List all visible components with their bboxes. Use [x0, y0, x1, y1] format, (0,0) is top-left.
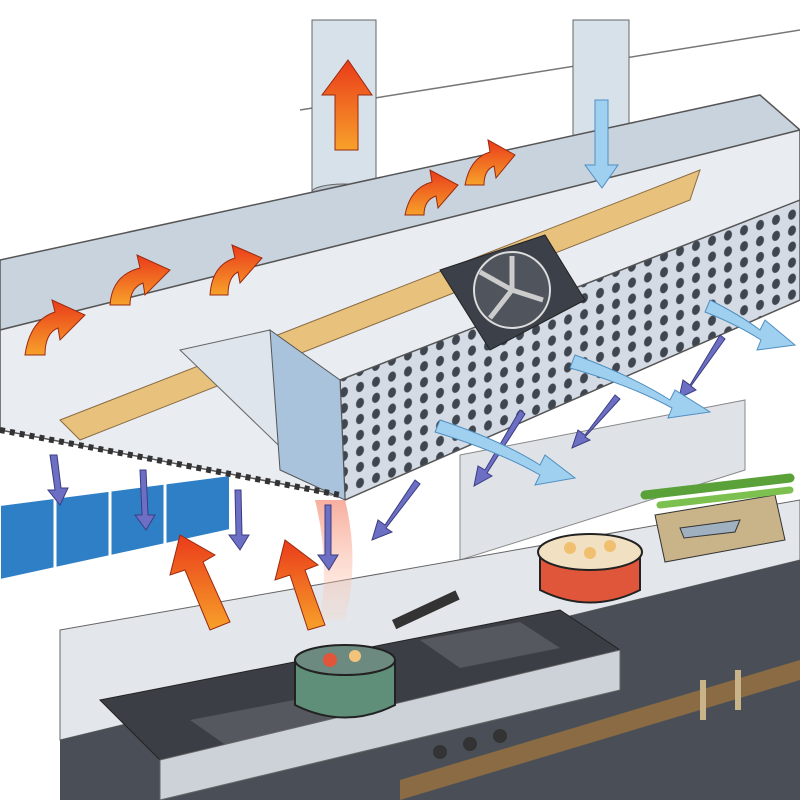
- fresh-air-arrow: [434, 419, 577, 486]
- extract-arrow: [678, 334, 726, 399]
- stove-knob: [433, 745, 447, 759]
- extract-arrow: [371, 479, 421, 541]
- hot-air-arrow: [169, 534, 231, 631]
- ceiling-line: [299, 29, 800, 111]
- casserole-pot: [537, 533, 643, 604]
- extract-arrow: [228, 489, 250, 551]
- fresh-air-arrows: [434, 99, 797, 486]
- hot-air-arrow: [209, 244, 263, 296]
- hood-lower-edge: [0, 427, 341, 498]
- fresh-air-arrow: [569, 354, 712, 419]
- stove-knob: [493, 729, 507, 743]
- fresh-air-arrow: [584, 99, 619, 189]
- hot-air-arrow: [404, 169, 459, 216]
- backsplash: [459, 399, 746, 561]
- saucepan: [294, 590, 460, 719]
- extract-arrow: [46, 454, 69, 506]
- hot-air-arrow: [109, 254, 171, 306]
- stove-knob: [463, 737, 477, 751]
- hot-air-arrow: [24, 299, 86, 356]
- fan-unit: [439, 234, 586, 351]
- hot-air-arrow: [464, 139, 516, 186]
- cutting-board: [640, 473, 795, 563]
- hot-air-arrow: [274, 539, 326, 631]
- fresh-air-arrow: [704, 299, 797, 351]
- extract-arrow: [134, 469, 156, 531]
- extract-arrow: [317, 504, 339, 571]
- hot-air-arrows: [24, 59, 516, 631]
- hot-air-arrow: [321, 59, 373, 151]
- extract-arrow: [571, 394, 621, 449]
